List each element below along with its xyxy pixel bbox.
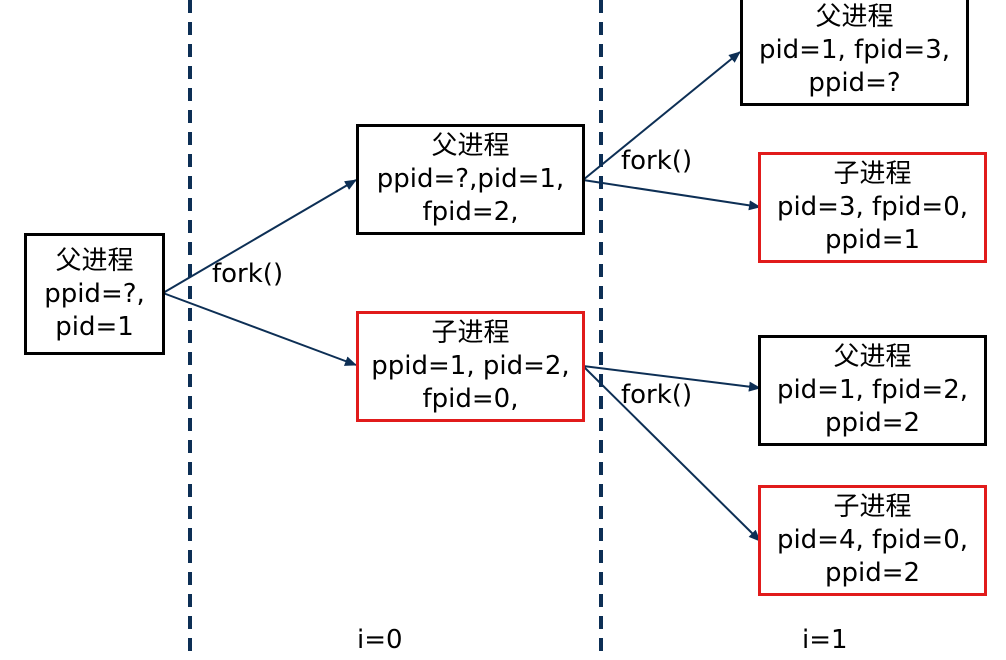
node-l2-child-process-b: 子进程 pid=3, fpid=0, ppid=1 [758, 152, 987, 263]
node-l2-child-process-d: 子进程 pid=4, fpid=0, ppid=2 [758, 485, 987, 596]
node-line: ppid=?, [44, 278, 145, 309]
node-title: 父进程 [431, 131, 510, 161]
node-l2-parent-process-c: 父进程 pid=1, fpid=2, ppid=2 [758, 335, 987, 446]
node-line: fpid=0, [422, 384, 519, 414]
node-title: 子进程 [431, 318, 510, 348]
node-line: pid=1, fpid=2, [776, 375, 969, 405]
node-line: ppid=1 [824, 225, 921, 255]
node-line: ppid=?,pid=1, [376, 164, 565, 194]
node-line: ppid=1, pid=2, [371, 351, 570, 381]
node-line: fpid=2, [422, 197, 519, 227]
node-title: 父进程 [833, 342, 912, 372]
edge-label-fork-parent: fork() [621, 146, 693, 176]
edge-parent-to-l2b [582, 179, 761, 211]
node-title: 子进程 [833, 492, 912, 522]
node-title: 子进程 [833, 159, 912, 189]
edge-root-to-child [162, 292, 357, 366]
edge-label-fork-child: fork() [621, 380, 693, 410]
node-l1-child-process: 子进程 ppid=1, pid=2, fpid=0, [356, 311, 585, 422]
node-l2-parent-process-a: 父进程 pid=1, fpid=3, ppid=? [740, 0, 969, 106]
node-line: pid=1 [55, 311, 134, 342]
node-line: pid=1, fpid=3, [758, 34, 951, 65]
edge-parent-to-l2a [582, 51, 741, 181]
node-line: ppid=2 [824, 408, 921, 438]
node-line: pid=3, fpid=0, [776, 192, 969, 222]
edge-child-to-l2d [582, 365, 761, 542]
node-line: ppid=2 [824, 558, 921, 588]
edge-label-fork-root: fork() [212, 259, 284, 289]
iteration-label-i1: i=1 [802, 625, 848, 655]
node-line: ppid=? [808, 67, 901, 98]
iteration-label-i0: i=0 [357, 625, 403, 655]
node-root-parent-process: 父进程 ppid=?, pid=1 [24, 233, 165, 355]
node-title: 父进程 [815, 1, 894, 32]
edge-root-to-parent [162, 179, 357, 294]
edge-child-to-l2c [582, 365, 761, 392]
node-l1-parent-process: 父进程 ppid=?,pid=1, fpid=2, [356, 124, 585, 235]
node-title: 父进程 [55, 245, 134, 276]
node-line: pid=4, fpid=0, [776, 525, 969, 555]
